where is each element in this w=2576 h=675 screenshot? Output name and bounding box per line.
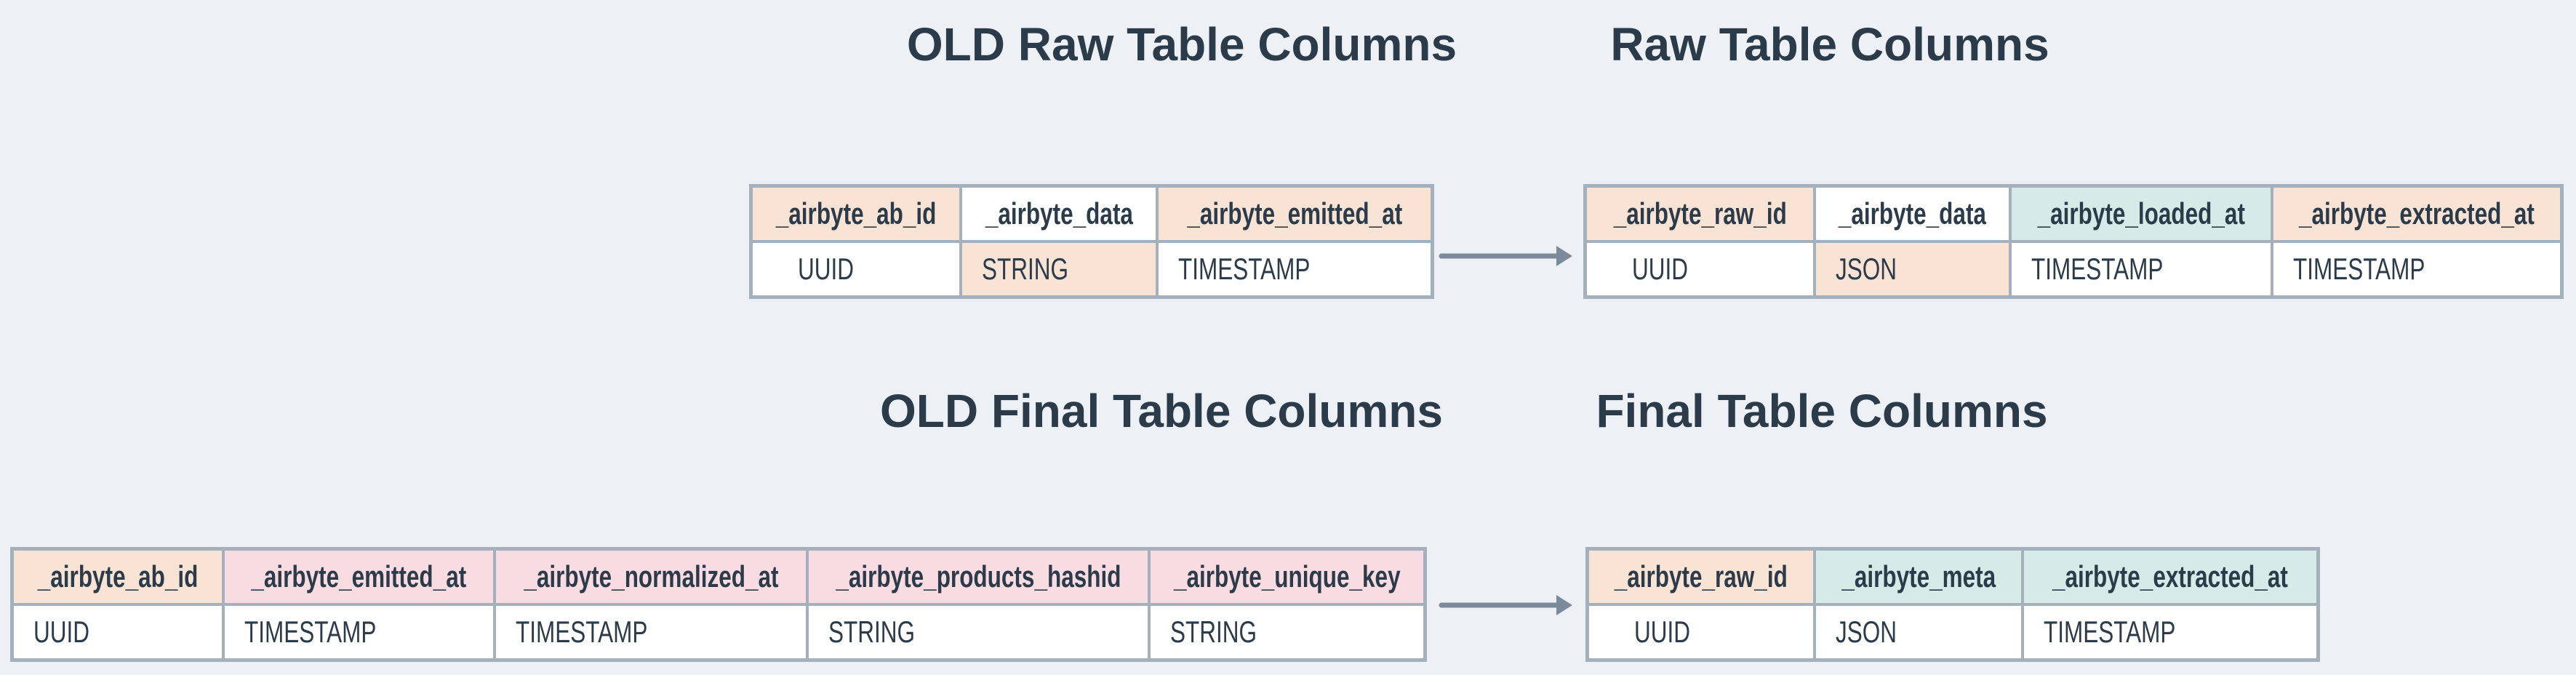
column-type-label: STRING <box>982 252 1069 286</box>
column-name-label: _airbyte_extracted_at <box>2052 559 2288 594</box>
old-raw-table-title: OLD Raw Table Columns <box>906 18 1457 71</box>
column-header-cell: _airbyte_raw_id <box>1589 551 1813 603</box>
column-type-label: UUID <box>798 252 855 286</box>
column-type-label: TIMESTAMP <box>1178 252 1311 286</box>
column-header-cell: _airbyte_normalized_at <box>496 551 806 603</box>
column-header-cell: _airbyte_emitted_at <box>1159 188 1431 240</box>
column-header-cell: _airbyte_products_hashid <box>809 551 1148 603</box>
column-name-label: _airbyte_raw_id <box>1614 559 1788 594</box>
column-type-label: TIMESTAMP <box>2293 252 2425 286</box>
column-type-label: TIMESTAMP <box>516 615 648 649</box>
column-type-label: JSON <box>1836 252 1897 286</box>
column-header-cell: _airbyte_ab_id <box>753 188 959 240</box>
column-name-label: _airbyte_loaded_at <box>2037 196 2245 231</box>
column-type-cell: UUID <box>1587 243 1813 295</box>
column-name-label: _airbyte_products_hashid <box>835 559 1121 594</box>
column-type-label: UUID <box>1632 252 1689 286</box>
column-header-cell: _airbyte_emitted_at <box>225 551 493 603</box>
column-name-label: _airbyte_emitted_at <box>251 559 467 594</box>
raw-table-title: Raw Table Columns <box>1610 18 2049 71</box>
column-type-label: STRING <box>1170 615 1257 649</box>
column-name-label: _airbyte_unique_key <box>1173 559 1401 594</box>
column-name-label: _airbyte_ab_id <box>37 559 199 594</box>
column-header-cell: _airbyte_meta <box>1816 551 2021 603</box>
column-type-label: UUID <box>33 615 90 649</box>
final-table: _airbyte_raw_id _airbyte_meta _airbyte_e… <box>1585 547 2320 662</box>
column-type-label: UUID <box>1634 615 1691 649</box>
column-type-cell: STRING <box>809 606 1148 658</box>
column-type-label: TIMESTAMP <box>244 615 377 649</box>
column-header-cell: _airbyte_extracted_at <box>2273 188 2560 240</box>
old-final-table: _airbyte_ab_id _airbyte_emitted_at _airb… <box>10 547 1427 662</box>
raw-table: _airbyte_raw_id _airbyte_data _airbyte_l… <box>1583 184 2564 299</box>
column-type-cell: STRING <box>962 243 1156 295</box>
column-header-cell: _airbyte_raw_id <box>1587 188 1813 240</box>
column-type-label: JSON <box>1836 615 1897 649</box>
column-type-cell: UUID <box>1589 606 1813 658</box>
column-type-cell: TIMESTAMP <box>1159 243 1431 295</box>
column-type-cell: TIMESTAMP <box>2012 243 2271 295</box>
old-raw-table: _airbyte_ab_id _airbyte_data _airbyte_em… <box>749 184 1434 299</box>
column-type-cell: TIMESTAMP <box>225 606 493 658</box>
column-type-label: STRING <box>828 615 916 649</box>
column-name-label: _airbyte_extracted_at <box>2299 196 2535 231</box>
column-type-cell: JSON <box>1816 606 2021 658</box>
column-name-label: _airbyte_raw_id <box>1613 196 1787 231</box>
column-header-cell: _airbyte_data <box>962 188 1156 240</box>
column-type-cell: TIMESTAMP <box>496 606 806 658</box>
column-type-cell: UUID <box>14 606 222 658</box>
column-type-cell: JSON <box>1816 243 2009 295</box>
column-name-label: _airbyte_data <box>1838 196 1987 231</box>
column-name-label: _airbyte_emitted_at <box>1187 196 1402 231</box>
column-type-label: TIMESTAMP <box>2031 252 2164 286</box>
column-name-label: _airbyte_data <box>985 196 1133 231</box>
arrow-right-icon <box>1439 595 1572 615</box>
column-header-cell: _airbyte_ab_id <box>14 551 222 603</box>
old-final-table-title: OLD Final Table Columns <box>880 385 1443 437</box>
column-name-label: _airbyte_meta <box>1841 559 1996 594</box>
arrow-right-icon <box>1439 246 1572 266</box>
column-type-cell: TIMESTAMP <box>2024 606 2316 658</box>
column-type-label: TIMESTAMP <box>2044 615 2176 649</box>
column-header-cell: _airbyte_data <box>1816 188 2009 240</box>
column-header-cell: _airbyte_extracted_at <box>2024 551 2316 603</box>
column-type-cell: TIMESTAMP <box>2273 243 2560 295</box>
column-type-cell: UUID <box>753 243 959 295</box>
column-name-label: _airbyte_ab_id <box>775 196 937 231</box>
column-name-label: _airbyte_normalized_at <box>523 559 779 594</box>
column-header-cell: _airbyte_unique_key <box>1151 551 1423 603</box>
column-header-cell: _airbyte_loaded_at <box>2012 188 2271 240</box>
final-table-title: Final Table Columns <box>1596 385 2048 437</box>
column-type-cell: STRING <box>1151 606 1423 658</box>
